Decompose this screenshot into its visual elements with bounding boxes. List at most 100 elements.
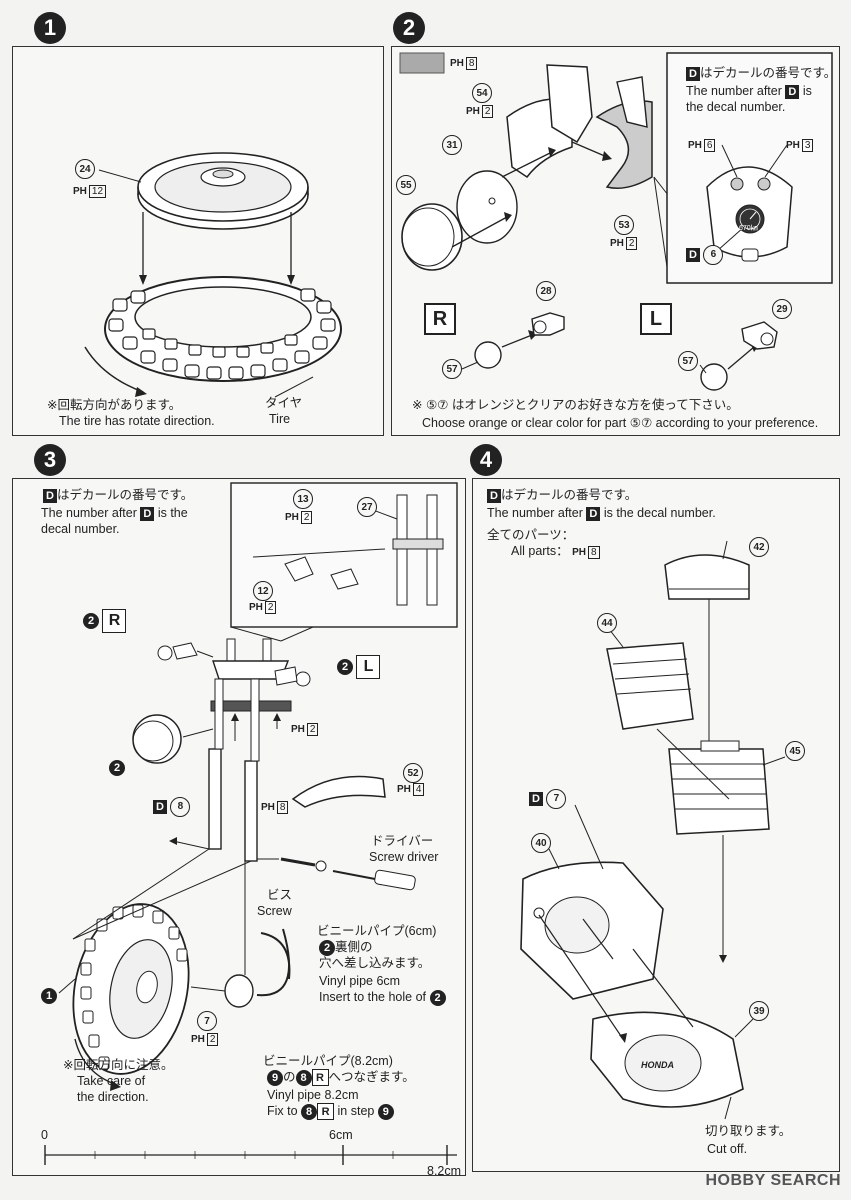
step-ref-8: 8 — [295, 1069, 312, 1086]
direction-note-jp: ※回転方向に注意。 — [63, 1058, 174, 1072]
decal-marker-D: D — [785, 84, 800, 99]
part-number-52: 52 — [403, 763, 423, 783]
paint-code: 8 — [276, 801, 289, 814]
part-number-24: 24 — [75, 159, 95, 179]
cut-off-en: Cut off. — [707, 1142, 748, 1156]
decal-marker-D: D — [487, 488, 501, 503]
rotation-note-en: The tire has rotate direction. — [59, 414, 215, 428]
step-ref-2: 2 — [109, 759, 125, 776]
ref-step-2-left: 2 L — [337, 655, 381, 679]
paint-code: 8 — [465, 57, 478, 70]
part-number-12: 12 — [253, 581, 273, 601]
cut-off-jp: 切り取ります。 — [705, 1124, 792, 1138]
step-ref-9: 9 — [267, 1069, 283, 1086]
decal-marker-D: D — [529, 792, 543, 806]
decal-marker-D: D — [43, 488, 57, 503]
step-ref-2: 2 — [337, 659, 353, 675]
decal-marker-D: D — [153, 800, 167, 814]
paint-code: 2 — [264, 601, 277, 614]
decal-marker-D: D — [686, 66, 700, 81]
pipe6-jp2-text: 裏側の — [335, 940, 373, 954]
tire-wheel-illustration — [84, 152, 342, 398]
pipe6-jp1: ビニールパイプ(6cm) — [317, 924, 437, 938]
pipe8-jp2a-text: の — [283, 1070, 296, 1084]
paint-code: 2 — [625, 237, 638, 250]
paint-code: 2 — [481, 105, 494, 118]
all-parts-en-text: All parts： — [511, 544, 569, 558]
inset-decal-6: D 6 — [686, 245, 724, 265]
paint-code: 3 — [801, 139, 814, 152]
step3-intro-en1b-text: is the — [157, 506, 188, 520]
direction-note-en2: the direction. — [77, 1090, 149, 1104]
pipe8-en2b-text: in step — [337, 1104, 375, 1118]
paint-label: PH — [450, 58, 464, 69]
part-number-13: 13 — [293, 489, 313, 509]
paint-code: 12 — [88, 185, 107, 198]
inset-line-2: The number after D is — [686, 83, 812, 99]
pipe6-jp3: 穴へ差し込みます。 — [319, 956, 431, 970]
paint-label: PH — [786, 140, 800, 151]
driver-label-en: Screw driver — [369, 850, 439, 864]
part-number-28: 28 — [536, 281, 556, 301]
step3-intro-en1-text: The number after — [41, 506, 137, 520]
pipe8-jp2b-text: へつなぎます。 — [328, 1070, 415, 1084]
hobby-search-watermark: HOBBY SEARCH — [705, 1172, 841, 1189]
decal-ref-7: D 7 — [529, 789, 567, 809]
pipe6-en2-text: Insert to the hole of — [319, 990, 427, 1004]
ref-step-2-right: 2 R — [83, 609, 127, 633]
paint-label: PH — [249, 602, 263, 613]
tire-label-en: Tire — [269, 412, 291, 426]
inset-line-2b-text: is — [802, 84, 812, 98]
pipe6-en1: Vinyl pipe 6cm — [319, 974, 401, 988]
decal-marker-D: D — [586, 506, 601, 521]
engine-logo: HONDA — [641, 1060, 674, 1070]
step-number-3: 3 — [34, 444, 66, 476]
paint-label: PH — [572, 547, 587, 558]
part-number-55: 55 — [396, 175, 416, 195]
paint-label: PH — [466, 106, 480, 117]
step-ref-1: 1 — [41, 987, 57, 1004]
part-number-40: 40 — [531, 833, 551, 853]
step4-intro-en1: The number after D is the decal number. — [487, 505, 716, 521]
pipe8-en1: Vinyl pipe 8.2cm — [267, 1088, 359, 1102]
step-ref-8: 8 — [301, 1103, 318, 1120]
paint-label: PH — [191, 1034, 205, 1045]
step-ref-2: 2 — [429, 989, 446, 1006]
front-fork-illustration — [44, 482, 458, 1165]
decal-number-6: 6 — [703, 245, 724, 265]
paint-code: 2 — [300, 511, 313, 524]
part-number-42: 42 — [749, 537, 769, 557]
paint-label: PH — [688, 140, 702, 151]
step4-intro-en1-text: The number after — [487, 506, 583, 520]
color-note-en: Choose orange or clear color for part ⑤⑦… — [422, 416, 819, 430]
step3-intro-en2: decal number. — [41, 522, 120, 536]
right-marker: R — [102, 609, 127, 633]
paint-code: 8 — [588, 546, 600, 559]
decal-marker-D: D — [140, 506, 155, 521]
part-number-29: 29 — [772, 299, 792, 319]
paint-code: 6 — [703, 139, 716, 152]
step-number-1: 1 — [34, 12, 66, 44]
part-number-7: 7 — [197, 1011, 217, 1031]
step-number-2: 2 — [393, 12, 425, 44]
decal-ref-8: D 8 — [153, 797, 191, 817]
paint-label: PH — [397, 784, 411, 795]
paint-label: PH — [291, 724, 305, 735]
part-number-57-right: 57 — [442, 359, 462, 379]
inset-line-2-text: The number after — [686, 84, 782, 98]
pipe6-en2: Insert to the hole of 2 — [319, 989, 446, 1006]
step-ref-9: 9 — [377, 1103, 394, 1120]
pipe8-en2a-text: Fix to — [267, 1104, 298, 1118]
right-marker: R — [311, 1069, 329, 1087]
part-number-44: 44 — [597, 613, 617, 633]
